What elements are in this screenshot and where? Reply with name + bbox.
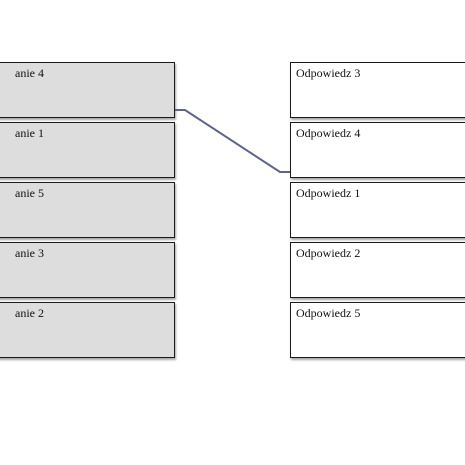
question-box-4[interactable]: anie 3	[0, 242, 175, 298]
answer-label: Odpowiedz 2	[296, 246, 361, 260]
answer-box-1[interactable]: Odpowiedz 3	[290, 62, 465, 118]
answer-label: Odpowiedz 3	[296, 66, 361, 80]
question-label: anie 5	[15, 186, 44, 200]
answer-box-4[interactable]: Odpowiedz 2	[290, 242, 465, 298]
question-box-1[interactable]: anie 4	[0, 62, 175, 118]
answer-label: Odpowiedz 5	[296, 306, 361, 320]
answer-label: Odpowiedz 1	[296, 186, 361, 200]
question-box-5[interactable]: anie 2	[0, 302, 175, 358]
question-box-3[interactable]: anie 5	[0, 182, 175, 238]
connector-line	[175, 109, 290, 173]
question-label: anie 1	[15, 126, 44, 140]
answer-box-3[interactable]: Odpowiedz 1	[290, 182, 465, 238]
question-label: anie 2	[15, 306, 44, 320]
answer-box-2[interactable]: Odpowiedz 4	[290, 122, 465, 178]
answer-label: Odpowiedz 4	[296, 126, 361, 140]
answer-box-5[interactable]: Odpowiedz 5	[290, 302, 465, 358]
question-label: anie 4	[15, 66, 44, 80]
question-label: anie 3	[15, 246, 44, 260]
question-box-2[interactable]: anie 1	[0, 122, 175, 178]
